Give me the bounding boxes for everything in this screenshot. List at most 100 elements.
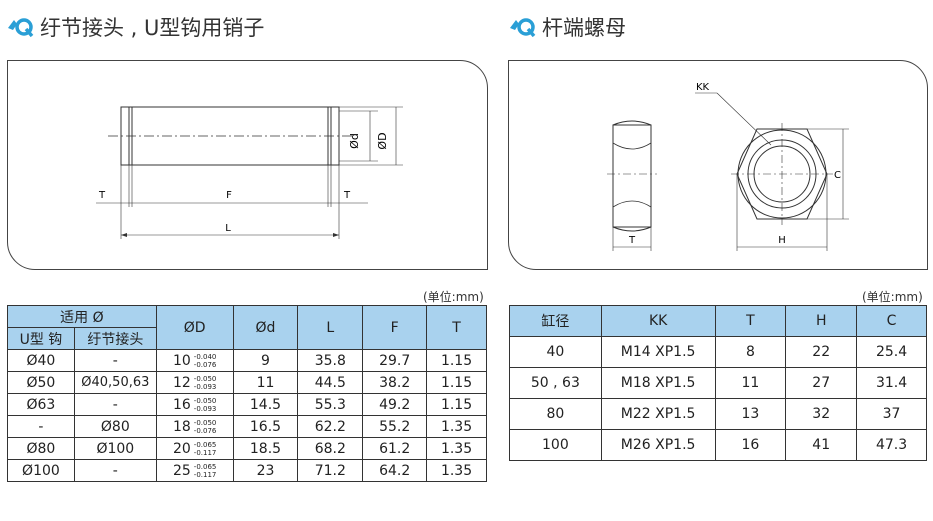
tol-upper: -0.050 [193, 396, 217, 405]
tol-lower: -0.076 [193, 426, 217, 435]
pin-drawing-panel: Ød ØD T F T L [7, 60, 488, 270]
drawing-label-L: L [225, 223, 231, 234]
drawing-label-D: ØD [376, 132, 389, 149]
cell-L: 68.2 [297, 437, 364, 460]
cell-k: Ø80 [73, 415, 157, 438]
cell-D-value: 10 [172, 352, 191, 369]
drawing-label-H: H [778, 235, 786, 246]
header-group: 适用 Ø [7, 305, 157, 328]
drawing-label-C: C [834, 170, 841, 181]
drawing-label-T-right: T [343, 190, 351, 201]
cell-T: 13 [714, 398, 787, 430]
tol-lower: -0.076 [193, 360, 217, 369]
tol-upper: -0.065 [193, 440, 217, 449]
cell-u: - [7, 415, 75, 438]
right-section-title: 杆端螺母 [508, 12, 626, 42]
cell-C: 47.3 [856, 429, 927, 461]
cell-T: 1.35 [426, 459, 487, 482]
cell-u: Ø63 [7, 393, 75, 416]
cell-L: 35.8 [297, 349, 364, 372]
cell-T: 1.15 [426, 371, 487, 394]
pin-spec-table: 适用 Ø ØD Ød L F T U型 钩 纡节接头 Ø40 - 10-0.04… [7, 305, 487, 482]
cell-H: 22 [785, 336, 858, 368]
cell-L: 55.3 [297, 393, 364, 416]
header-F: F [362, 305, 428, 350]
left-unit-label: (单位:mm) [423, 290, 484, 304]
header-bore: 缸径 [509, 305, 602, 337]
cell-T: 11 [714, 367, 787, 399]
cell-C: 31.4 [856, 367, 927, 399]
cell-F: 55.2 [362, 415, 428, 438]
cell-u: Ø100 [7, 459, 75, 482]
cell-D-value: 16 [172, 396, 191, 413]
cell-T: 8 [714, 336, 787, 368]
cell-D: 20-0.065-0.117 [155, 437, 234, 460]
left-title-text: 纡节接头 , U型钩用销子 [40, 16, 265, 40]
table-row: 40 M14 XP1.5 8 22 25.4 [509, 336, 927, 368]
cell-F: 38.2 [362, 371, 428, 394]
cell-T: 1.15 [426, 393, 487, 416]
cell-u: Ø50 [7, 371, 75, 394]
nut-drawing-panel: T KK C H [508, 60, 928, 270]
nut-drawing: T KK C H [607, 82, 849, 251]
cell-D-value: 12 [172, 374, 191, 391]
cell-D-value: 20 [172, 440, 191, 457]
drawing-label-d: Ød [348, 133, 361, 149]
cell-F: 61.2 [362, 437, 428, 460]
cell-T: 16 [714, 429, 787, 461]
table-row: 100 M26 XP1.5 16 41 47.3 [509, 429, 927, 461]
cell-D: 16-0.050-0.093 [155, 393, 234, 416]
cell-k: - [73, 459, 157, 482]
cell-u: Ø80 [7, 437, 75, 460]
cell-k: - [73, 349, 157, 372]
cell-D-value: 18 [172, 418, 191, 435]
pin-drawing: Ød ØD T F T L [96, 106, 403, 239]
tol-lower: -0.117 [193, 470, 217, 479]
cell-H: 41 [785, 429, 858, 461]
tol-upper: -0.050 [193, 418, 217, 427]
cell-C: 25.4 [856, 336, 927, 368]
brand-logo-icon [8, 18, 34, 38]
cell-T: 1.35 [426, 437, 487, 460]
cell-bore: 100 [509, 429, 602, 461]
cell-KK: M26 XP1.5 [600, 429, 716, 461]
table-row: Ø100 - 25-0.065-0.117 23 71.2 64.2 1.35 [7, 459, 487, 482]
header-C: C [856, 305, 927, 337]
cell-L: 44.5 [297, 371, 364, 394]
drawing-label-F: F [226, 190, 232, 201]
table-row: 80 M22 XP1.5 13 32 37 [509, 398, 927, 430]
cell-d: 23 [232, 459, 299, 482]
cell-d: 11 [232, 371, 299, 394]
table-row: - Ø80 18-0.050-0.076 16.5 62.2 55.2 1.35 [7, 415, 487, 438]
cell-C: 37 [856, 398, 927, 430]
header-knuckle: 纡节接头 [73, 327, 157, 350]
right-unit-label: (单位:mm) [862, 290, 923, 304]
tol-upper: -0.065 [193, 462, 217, 471]
header-D: ØD [155, 305, 234, 350]
drawing-label-KK: KK [696, 82, 710, 93]
header-u-clevis: U型 钩 [7, 327, 75, 350]
cell-bore: 50 , 63 [509, 367, 602, 399]
table-row: Ø80 Ø100 20-0.065-0.117 18.5 68.2 61.2 1… [7, 437, 487, 460]
table-row: Ø50 Ø40,50,63 12-0.050-0.093 11 44.5 38.… [7, 371, 487, 394]
cell-F: 29.7 [362, 349, 428, 372]
table-row: Ø40 - 10-0.040-0.076 9 35.8 29.7 1.15 [7, 349, 487, 372]
cell-d: 16.5 [232, 415, 299, 438]
table-row: 50 , 63 M18 XP1.5 11 27 31.4 [509, 367, 927, 399]
cell-D-value: 25 [172, 462, 191, 479]
left-section-title: 纡节接头 , U型钩用销子 [6, 12, 264, 42]
cell-D: 10-0.040-0.076 [155, 349, 234, 372]
cell-k: Ø40,50,63 [73, 371, 157, 394]
cell-bore: 80 [509, 398, 602, 430]
cell-D: 18-0.050-0.076 [155, 415, 234, 438]
cell-d: 18.5 [232, 437, 299, 460]
drawing-label-T: T [628, 235, 636, 246]
tol-upper: -0.050 [193, 374, 217, 383]
cell-F: 64.2 [362, 459, 428, 482]
cell-d: 14.5 [232, 393, 299, 416]
cell-bore: 40 [509, 336, 602, 368]
header-T: T [714, 305, 787, 337]
cell-k: - [73, 393, 157, 416]
header-T: T [426, 305, 487, 350]
header-KK: KK [600, 305, 716, 337]
